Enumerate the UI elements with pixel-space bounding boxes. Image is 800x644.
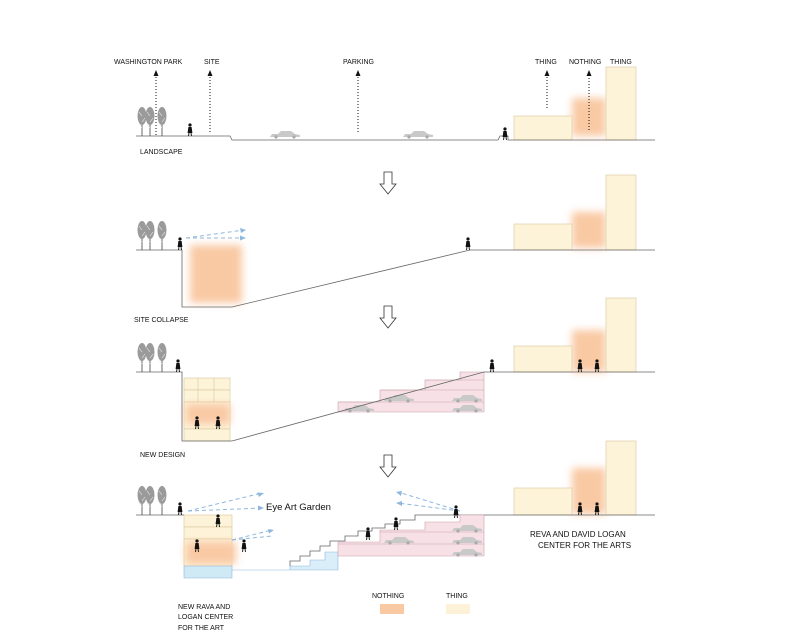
label-new-rava-line3: FOR THE ART xyxy=(178,625,225,632)
down-arrow-icon xyxy=(379,305,397,329)
sightline xyxy=(397,502,461,512)
tree-icon xyxy=(145,220,155,251)
building-thing-left xyxy=(513,345,573,373)
building-thing-right xyxy=(605,440,637,516)
arrow-up-icon xyxy=(544,70,550,76)
water-steps xyxy=(232,551,339,571)
building-thing-right xyxy=(605,297,637,373)
label-reva-line1: REVA AND DAVID LOGAN xyxy=(530,530,626,539)
person-icon xyxy=(489,358,495,373)
label-new-design: NEW DESIGN xyxy=(140,452,185,459)
building-thing-left xyxy=(513,487,573,516)
arrow-up-icon xyxy=(355,70,361,76)
sightline xyxy=(231,535,273,541)
sightline xyxy=(187,492,263,512)
tree-icon xyxy=(157,342,167,373)
arrow-up-icon xyxy=(207,70,213,76)
nothing-void xyxy=(572,468,606,514)
tree-icon xyxy=(157,485,167,516)
person-icon xyxy=(177,501,183,516)
tree-icon xyxy=(137,342,147,373)
arrow-right-icon xyxy=(258,505,264,511)
arrow-right-icon xyxy=(240,228,246,233)
water-pool xyxy=(183,565,233,579)
nothing-void xyxy=(186,542,236,564)
new-building-block xyxy=(183,526,233,540)
building-thing-left xyxy=(513,223,573,251)
panel-site-collapse: SITE COLLAPSE xyxy=(134,174,655,324)
building-thing-right xyxy=(605,66,637,141)
ground-line xyxy=(136,371,655,442)
legend-label-thing: THING xyxy=(446,593,468,600)
tree-icon xyxy=(145,106,155,137)
person-icon xyxy=(465,236,471,251)
arrow-right-icon xyxy=(240,235,246,241)
panel-landscape: WASHINGTON PARK SITE PARKING THING NOTHI… xyxy=(114,59,655,156)
person-icon xyxy=(365,526,371,541)
car-icon xyxy=(270,131,300,139)
label-new-rava-line2: LOGAN CENTER xyxy=(178,614,233,621)
new-building-block xyxy=(183,428,231,442)
sightline xyxy=(397,491,461,512)
person-icon xyxy=(177,236,183,251)
down-arrow-icon xyxy=(379,454,397,478)
nothing-void xyxy=(572,212,606,248)
tree-icon xyxy=(145,485,155,516)
nothing-void xyxy=(190,245,242,303)
new-building-block xyxy=(183,377,231,391)
legend-label-nothing: NOTHING xyxy=(372,593,404,600)
person-icon xyxy=(393,516,399,531)
arrow-up-icon xyxy=(153,70,159,76)
arrow-right-icon xyxy=(268,529,274,534)
arrow-up-icon xyxy=(586,70,592,76)
label-new-rava-line1: NEW RAVA AND xyxy=(178,604,230,611)
person-icon xyxy=(241,538,247,553)
person-icon xyxy=(453,504,459,519)
new-building-block xyxy=(183,389,231,403)
label-eye-art-garden: Eye Art Garden xyxy=(266,502,331,513)
person-icon xyxy=(502,126,508,141)
nothing-void xyxy=(572,330,606,372)
label-thing-left: THING xyxy=(535,59,557,66)
label-parking: PARKING xyxy=(343,59,374,66)
tree-icon xyxy=(157,220,167,251)
label-landscape: LANDSCAPE xyxy=(140,149,183,156)
person-icon xyxy=(175,358,181,373)
panel-new-design: NEW DESIGN xyxy=(136,297,655,459)
sightline xyxy=(185,229,245,239)
arrow-right-icon xyxy=(257,492,264,497)
arrow-left-icon xyxy=(396,491,402,496)
label-site-collapse: SITE COLLAPSE xyxy=(134,317,189,324)
tree-icon xyxy=(137,106,147,137)
car-icon xyxy=(403,131,433,139)
legend-swatch-thing xyxy=(446,604,470,614)
label-washington-park: WASHINGTON PARK xyxy=(114,59,183,66)
label-nothing-top: NOTHING xyxy=(569,59,601,66)
arrow-left-icon xyxy=(396,501,402,506)
sightline xyxy=(231,529,273,541)
nothing-void xyxy=(186,404,230,424)
tree-icon xyxy=(145,342,155,373)
garage-terrace xyxy=(337,514,485,557)
legend-swatch-nothing xyxy=(380,604,404,614)
building-thing-right xyxy=(605,174,637,251)
down-arrow-icon xyxy=(379,171,397,195)
person-icon xyxy=(187,122,193,137)
label-reva-line2: CENTER FOR THE ARTS xyxy=(538,541,631,550)
panel-final: Eye Art Garden REVA AND DAVID LOGAN CENT… xyxy=(136,440,655,632)
ground-line xyxy=(136,135,655,141)
label-site: SITE xyxy=(204,59,220,66)
legend: NOTHING THING xyxy=(372,593,470,614)
sightline xyxy=(187,507,263,512)
building-thing-left xyxy=(513,115,573,141)
ground-line xyxy=(136,249,655,308)
label-thing-right: THING xyxy=(610,59,632,66)
tree-icon xyxy=(137,485,147,516)
new-building-block xyxy=(183,514,233,528)
tree-icon xyxy=(137,220,147,251)
tree-icon xyxy=(157,106,167,137)
terrace-steps xyxy=(289,514,484,566)
